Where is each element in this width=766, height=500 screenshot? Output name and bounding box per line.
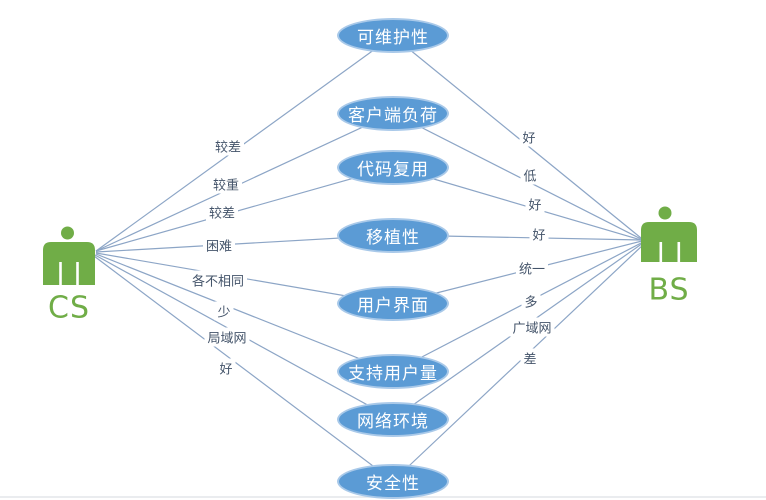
- bs-value-label: 差: [520, 348, 540, 368]
- connector-line: [95, 253, 394, 373]
- bs-value-label: 好: [529, 224, 549, 244]
- connector-line: [95, 166, 394, 252]
- topic-label: 支持用户量: [348, 364, 438, 384]
- connector-line: [392, 112, 642, 240]
- cs-node-label: CS: [48, 290, 90, 326]
- bs-value-label: 广域网: [509, 317, 555, 337]
- topic-label: 代码复用: [357, 160, 429, 180]
- topic-ellipse-code-reuse: 代码复用: [337, 150, 449, 185]
- topic-ellipse-network-env: 网络环境: [337, 402, 449, 437]
- bs-value-label: 统一: [515, 258, 549, 278]
- topic-label: 客户端负荷: [348, 106, 438, 126]
- connector-line: [95, 112, 394, 252]
- bs-value-label: 低: [520, 165, 540, 185]
- bs-value-label: 好: [519, 127, 539, 147]
- cs-value-label: 少: [214, 301, 234, 321]
- connector-line: [392, 35, 642, 239]
- topic-label: 用户界面: [357, 296, 429, 316]
- topic-ellipse-user-interface: 用户界面: [337, 286, 449, 321]
- cs-value-label: 较差: [205, 202, 239, 222]
- topic-ellipse-client-load: 客户端负荷: [337, 96, 449, 131]
- connector-line: [392, 243, 645, 482]
- cs-value-label: 困难: [202, 235, 236, 255]
- cs-value-label: 较重: [209, 174, 243, 194]
- topic-ellipse-security: 安全性: [337, 464, 449, 499]
- topic-label: 安全性: [366, 474, 420, 494]
- topic-ellipse-portability: 移植性: [337, 218, 449, 253]
- topic-label: 可维护性: [357, 28, 429, 48]
- connector-line: [93, 255, 394, 482]
- bs-value-label: 多: [521, 291, 541, 311]
- topic-label: 网络环境: [357, 412, 429, 432]
- topic-label: 移植性: [366, 228, 420, 248]
- cs-value-label: 好: [216, 358, 236, 378]
- cs-value-label: 局域网: [204, 327, 250, 347]
- cs-value-label: 各不相同: [188, 270, 248, 290]
- connector-line: [392, 241, 644, 373]
- cs-value-label: 较差: [211, 136, 245, 156]
- connector-line: [95, 35, 394, 252]
- cs-person-icon: [43, 226, 95, 285]
- topic-ellipse-user-capacity: 支持用户量: [337, 354, 449, 389]
- bs-person-icon: [641, 206, 697, 262]
- bs-value-label: 好: [525, 194, 545, 214]
- bs-node-label: BS: [648, 272, 690, 308]
- topic-ellipse-maintainability: 可维护性: [337, 18, 449, 53]
